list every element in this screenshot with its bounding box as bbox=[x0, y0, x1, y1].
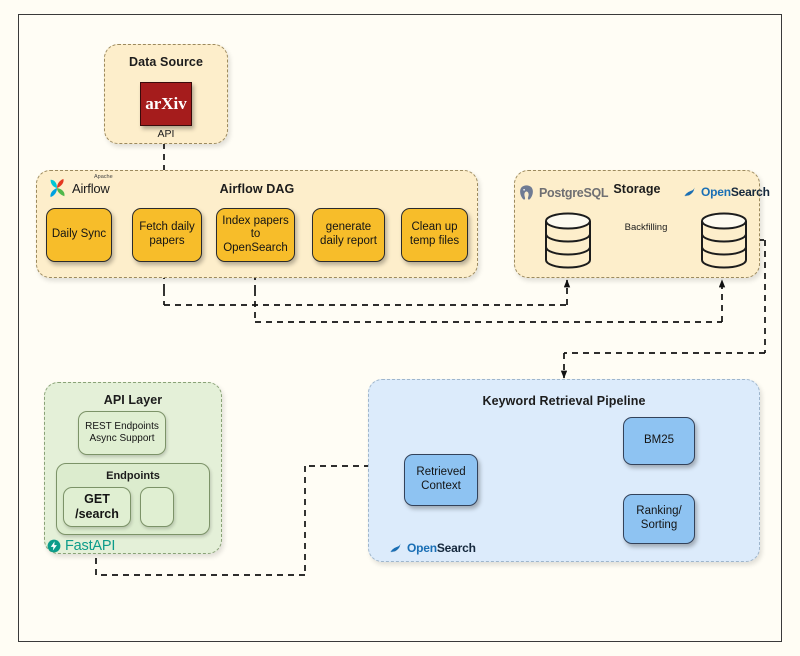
postgresql-brand-text: PostgreSQL bbox=[539, 185, 609, 200]
api-layer-title: API Layer bbox=[103, 393, 163, 407]
arxiv-logo: arXiv bbox=[140, 82, 192, 126]
opensearch-brand-pipeline: OpenSearch bbox=[388, 540, 476, 555]
task-daily-sync[interactable]: Daily Sync bbox=[46, 208, 112, 262]
node-retrieved-context-label: Retrieved Context bbox=[416, 466, 466, 492]
airflow-dag-title: Airflow DAG bbox=[219, 182, 295, 196]
task-fetch-daily-papers-label: Fetch daily papers bbox=[139, 221, 195, 247]
node-ranking-sorting-label-line2: Sorting bbox=[640, 519, 678, 531]
task-daily-sync-label: Daily Sync bbox=[51, 228, 107, 241]
fastapi-bolt-icon bbox=[47, 539, 61, 553]
endpoint-placeholder[interactable] bbox=[140, 487, 174, 527]
opensearch-swirl-icon-pipeline bbox=[390, 542, 401, 553]
airflow-brand-text: Airflow bbox=[72, 180, 110, 196]
airflow-brand: Apache Airflow bbox=[46, 173, 113, 199]
arxiv-logo-text: arXiv bbox=[145, 94, 187, 113]
fastapi-brand-text: FastAPI bbox=[65, 538, 116, 554]
node-bm25-label: BM25 bbox=[643, 434, 675, 447]
fastapi-brand: FastAPI bbox=[47, 538, 115, 554]
opensearch-pipeline-search-text: Search bbox=[436, 540, 476, 555]
node-ranking-sorting-label-line1: Ranking/ bbox=[636, 505, 682, 518]
postgres-database-cylinder bbox=[545, 212, 591, 269]
opensearch-database-cylinder bbox=[701, 212, 747, 269]
opensearch-brand-storage: OpenSearch bbox=[682, 184, 770, 199]
node-bm25[interactable]: BM25 bbox=[623, 417, 695, 465]
storage-title: Storage bbox=[613, 182, 661, 196]
task-index-papers-label: Index papers to OpenSearch bbox=[222, 214, 289, 254]
postgresql-brand: PostgreSQL bbox=[518, 184, 609, 201]
task-index-papers-to-opensearch[interactable]: Index papers to OpenSearch bbox=[216, 208, 295, 262]
opensearch-pipeline-open-text: Open bbox=[407, 540, 437, 555]
node-ranking-sorting[interactable]: Ranking/ Sorting bbox=[623, 494, 695, 544]
api-features-line2: Async Support bbox=[89, 433, 155, 444]
task-fetch-daily-papers[interactable]: Fetch daily papers bbox=[132, 208, 202, 262]
opensearch-swirl-icon bbox=[684, 186, 695, 197]
endpoint-get-search-label: GET /search bbox=[75, 492, 119, 521]
airflow-brand-sup: Apache bbox=[94, 173, 113, 180]
pipeline-title: Keyword Retrieval Pipeline bbox=[482, 394, 646, 408]
task-clean-up-temp-files[interactable]: Clean up temp files bbox=[401, 208, 468, 262]
postgresql-elephant-icon bbox=[520, 185, 533, 200]
node-retrieved-context[interactable]: Retrieved Context bbox=[404, 454, 478, 506]
endpoint-get-search[interactable]: GET /search bbox=[63, 487, 131, 527]
opensearch-brand-storage-text: OpenSearch bbox=[701, 185, 770, 199]
backfilling-label: Backfilling bbox=[624, 222, 668, 233]
task-generate-daily-report-label: generate daily report bbox=[320, 221, 377, 247]
opensearch-brand-pipeline-text: OpenSearch bbox=[407, 541, 476, 555]
airflow-pinwheel-icon bbox=[50, 178, 65, 198]
data-source-title: Data Source bbox=[128, 55, 204, 69]
endpoints-group-title: Endpoints bbox=[106, 470, 160, 482]
task-clean-up-temp-files-label: Clean up temp files bbox=[409, 221, 460, 247]
api-features-box: REST Endpoints Async Support bbox=[78, 411, 166, 455]
api-features-line1: REST Endpoints bbox=[85, 421, 159, 433]
data-source-api-label: API bbox=[157, 128, 175, 140]
opensearch-open-text: Open bbox=[701, 184, 731, 199]
opensearch-search-text: Search bbox=[730, 184, 770, 199]
task-generate-daily-report[interactable]: generate daily report bbox=[312, 208, 385, 262]
